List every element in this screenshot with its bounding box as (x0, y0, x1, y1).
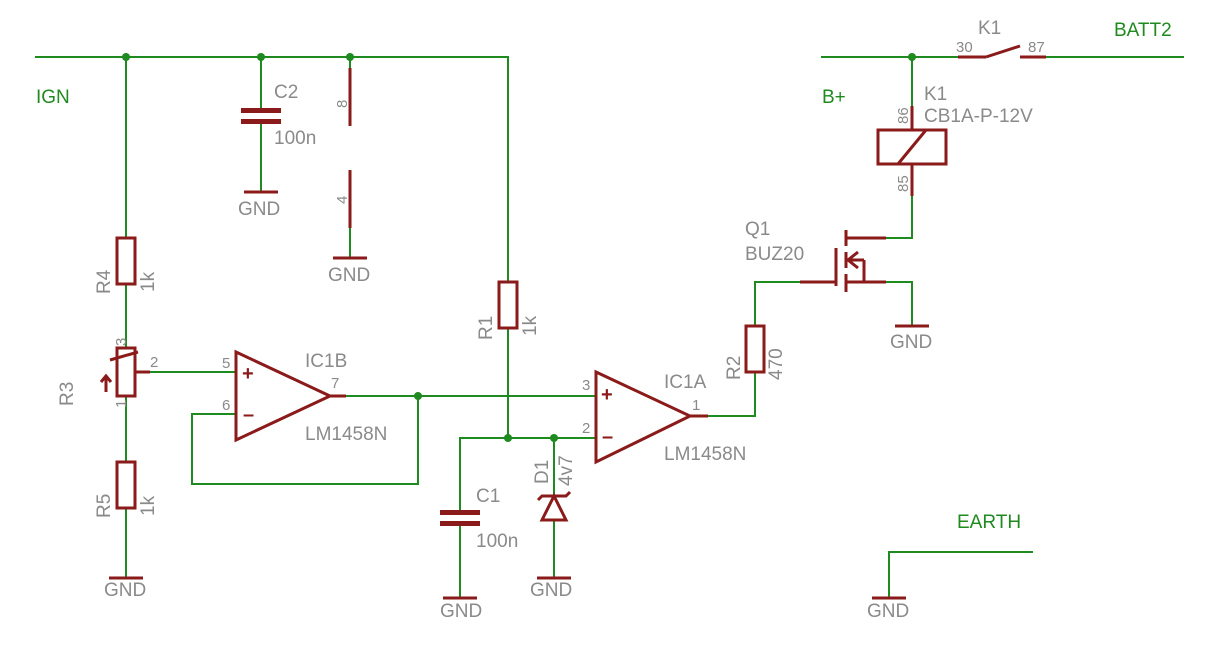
junction-dot (122, 53, 130, 61)
opamp-ic1a: + – 3 2 1 IC1A LM1458N (582, 369, 746, 465)
r3-name: R3 (57, 382, 78, 406)
relay-contact-k1: K1 30 87 (956, 18, 1046, 59)
power-pin-4: 4 (334, 196, 351, 204)
ic-power-pins: 8 4 (334, 68, 352, 228)
gnd-label: GND (328, 265, 370, 286)
junction-dot (346, 53, 354, 61)
d1-name: D1 (532, 460, 553, 484)
gnd-symbol: GND (890, 324, 932, 353)
c2-value: 100n (274, 128, 316, 149)
gnd-symbol: GND (867, 596, 909, 622)
ic1b-minus-symbol: – (243, 404, 254, 426)
gnd-symbol: GND (238, 190, 280, 220)
junction-dot (414, 392, 422, 400)
gnd-label: GND (238, 199, 280, 220)
resistor-r1: R1 1k (476, 280, 541, 340)
ic1a-name: IC1A (664, 372, 707, 393)
ic1b-pin-5: 5 (222, 355, 230, 372)
ic1b-pin-6: 6 (222, 397, 230, 414)
capacitor-c2: C2 100n (241, 82, 316, 149)
resistor-r2: R2 470 (724, 324, 787, 380)
k1-contact-name: K1 (978, 18, 1001, 39)
junction-dot (908, 53, 916, 61)
ic1b-plus-symbol: + (242, 363, 254, 385)
ic1a-plus-symbol: + (601, 384, 613, 406)
ic1b-value: LM1458N (305, 424, 387, 445)
r1-value: 1k (520, 315, 541, 336)
capacitor-c1: C1 100n (440, 486, 518, 552)
ic1a-pin-3: 3 (582, 377, 590, 394)
gnd-label: GND (530, 580, 572, 601)
net-label-ign: IGN (36, 87, 70, 108)
k1-pin-86: 86 (895, 107, 912, 124)
c2-name: C2 (274, 82, 298, 103)
k1-pin-85: 85 (895, 175, 912, 192)
junction-dot (550, 434, 558, 442)
ic1a-pin-1: 1 (692, 397, 700, 414)
junction-dot (257, 53, 265, 61)
k1-coil-name: K1 (924, 84, 947, 105)
ic1a-pin-2: 2 (582, 420, 590, 437)
r3-pin-2: 2 (150, 354, 158, 371)
r1-name: R1 (476, 316, 497, 340)
d1-value: 4v7 (556, 455, 577, 486)
r2-value: 470 (766, 348, 787, 380)
r4-name: R4 (94, 269, 115, 294)
opamp-ic1b: + – 5 6 7 IC1B LM1458N (222, 349, 387, 445)
ic1b-pin-7: 7 (331, 375, 339, 392)
r4-value: 1k (138, 271, 159, 292)
ic1b-name: IC1B (305, 351, 347, 372)
junction-dot (504, 434, 512, 442)
k1-pin-30: 30 (956, 39, 973, 56)
net-label-b-plus: B+ (822, 87, 846, 108)
wires (35, 56, 1184, 599)
ic1a-value: LM1458N (664, 444, 746, 465)
resistor-r4: R4 1k (94, 236, 159, 294)
gnd-symbol: GND (440, 596, 482, 622)
gnd-symbol: GND (104, 576, 146, 601)
r3-pin-1: 1 (113, 400, 130, 408)
q1-value: BUZ20 (745, 244, 804, 265)
power-pin-8: 8 (334, 100, 351, 108)
zener-diode-d1: D1 4v7 (532, 455, 577, 522)
c1-value: 100n (476, 531, 518, 552)
relay-coil-k1: 86 85 K1 CB1A-P-12V (876, 84, 1033, 196)
gnd-symbol: GND (328, 256, 370, 286)
c1-name: C1 (476, 486, 500, 507)
gnd-label: GND (104, 580, 146, 601)
q1-name: Q1 (745, 219, 770, 240)
junction-dots (122, 53, 916, 442)
net-label-batt2: BATT2 (1114, 20, 1172, 41)
r5-name: R5 (94, 494, 115, 518)
r2-name: R2 (724, 356, 745, 380)
r5-value: 1k (138, 495, 159, 516)
gnd-label: GND (867, 601, 909, 622)
gnd-label: GND (890, 332, 932, 353)
gnd-symbol: GND (530, 576, 572, 601)
mosfet-q1: Q1 BUZ20 (745, 219, 886, 292)
net-label-earth: EARTH (957, 512, 1021, 533)
ic1a-minus-symbol: – (602, 426, 613, 448)
r3-pin-3: 3 (113, 338, 130, 346)
potentiometer-r3: R3 3 1 2 (57, 338, 158, 408)
resistor-r5: R5 1k (94, 460, 159, 518)
gnd-label: GND (440, 601, 482, 622)
k1-coil-value: CB1A-P-12V (924, 106, 1033, 127)
k1-pin-87: 87 (1028, 39, 1045, 56)
